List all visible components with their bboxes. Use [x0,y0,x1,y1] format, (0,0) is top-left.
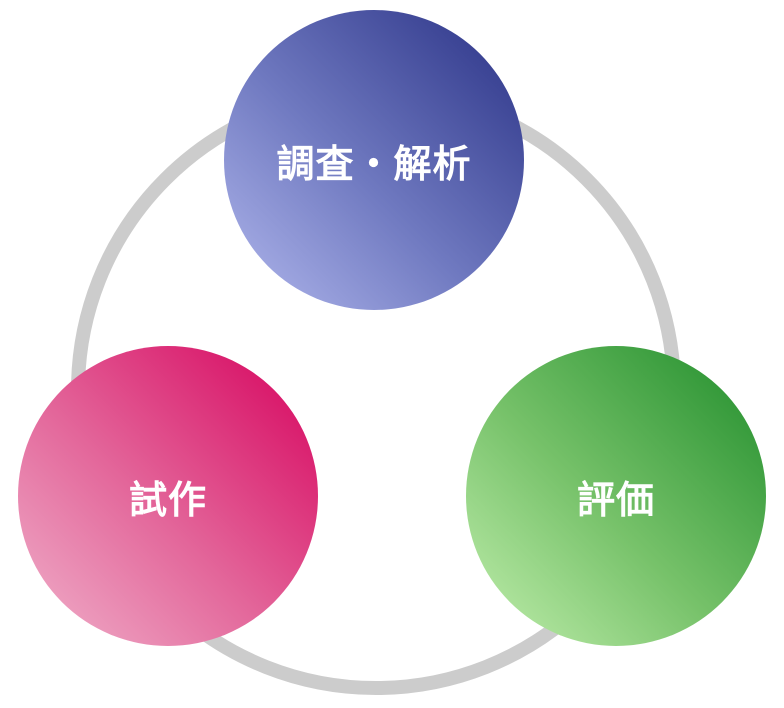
node-label: 調査・解析 [276,141,472,186]
node-label: 試作 [128,477,207,522]
node-evaluation: 評価 [466,346,766,646]
node-research-analysis: 調査・解析 [224,10,524,310]
node-prototype: 試作 [18,346,318,646]
node-label: 評価 [576,477,655,522]
